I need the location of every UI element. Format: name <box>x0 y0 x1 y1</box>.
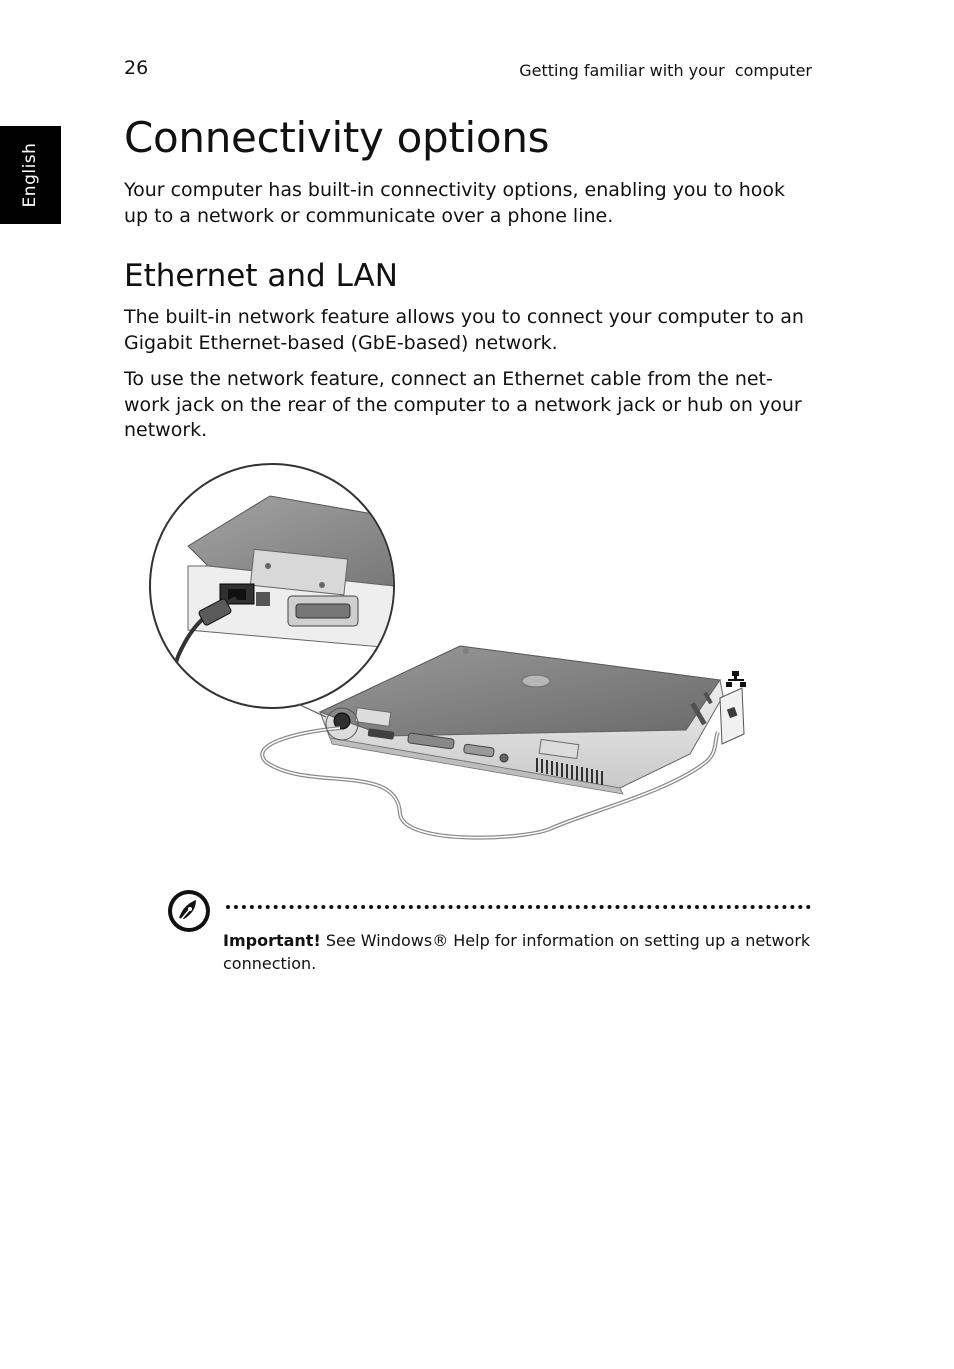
laptop-illustration <box>149 463 746 840</box>
note-label: Important! <box>223 931 321 950</box>
section-heading: Ethernet and LAN <box>124 258 398 294</box>
language-tab: English <box>0 126 61 224</box>
running-header: Getting familiar with your computer <box>519 61 812 80</box>
section-paragraph: The built-in network feature allows you … <box>124 306 804 354</box>
page-number: 26 <box>124 57 149 79</box>
wall-jack-icon <box>719 687 745 745</box>
intro-paragraph: Your computer has built-in connectivity … <box>124 179 786 227</box>
language-tab-label: English <box>20 142 40 208</box>
network-port-icon <box>726 671 746 687</box>
page-title: Connectivity options <box>124 113 550 162</box>
section-paragraph: To use the network feature, connect an E… <box>124 368 802 441</box>
pen-nib-icon <box>168 890 210 932</box>
note-divider <box>226 905 811 909</box>
note-body: See Windows® Help for information on set… <box>223 931 811 973</box>
note-text: Important! See Windows® Help for informa… <box>223 929 813 975</box>
